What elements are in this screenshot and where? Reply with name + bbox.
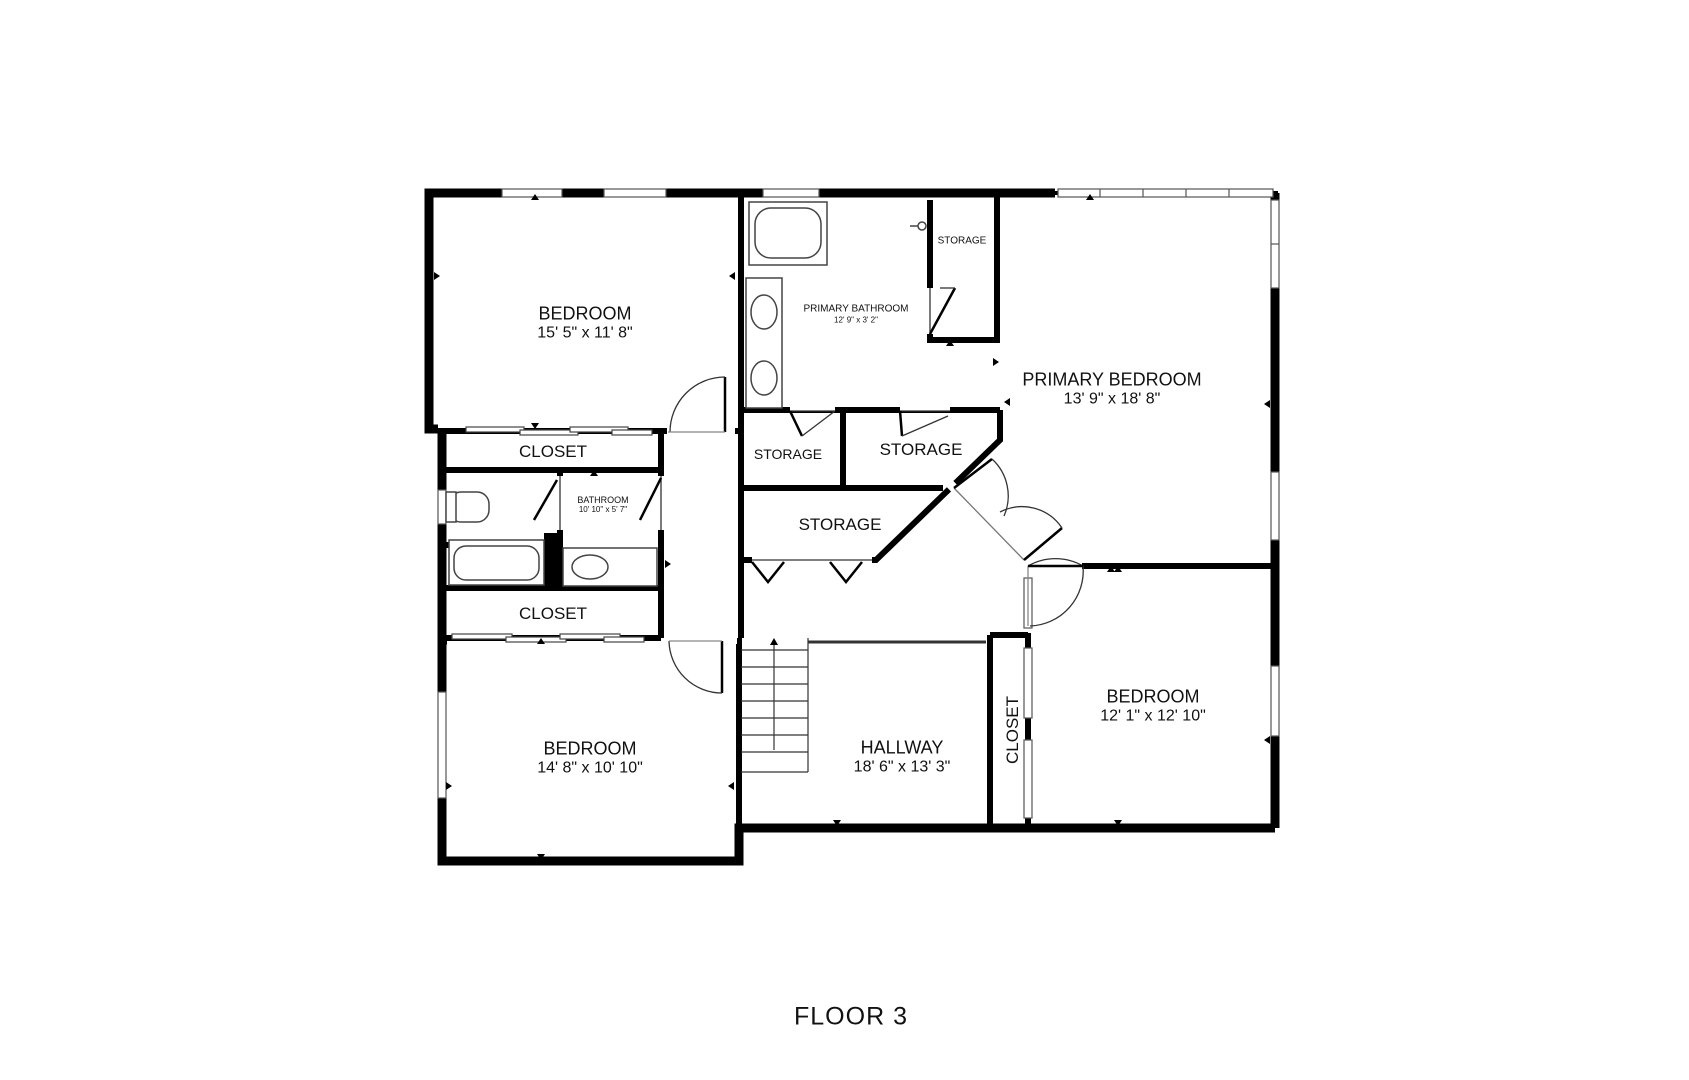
- room-bedroom-se: BEDROOM 12' 1" x 12' 10": [1100, 686, 1206, 725]
- room-name: PRIMARY BEDROOM: [1022, 369, 1202, 390]
- room-closet-vertical: CLOSET: [1003, 696, 1023, 764]
- room-closet-lower: CLOSET: [519, 604, 587, 624]
- room-name: STORAGE: [753, 445, 823, 462]
- room-dimensions: 13' 9" x 18' 8": [1063, 390, 1161, 408]
- room-primary-bedroom: PRIMARY BEDROOM 13' 9" x 18' 8": [1022, 369, 1201, 408]
- room-hallway: HALLWAY 18' 6" x 13' 3": [854, 737, 951, 776]
- room-name: CLOSET: [1003, 695, 1023, 765]
- room-primary-bathroom: PRIMARY BATHROOM 12' 9" x 3' 2": [803, 304, 908, 325]
- room-storage-lower: STORAGE: [799, 515, 882, 535]
- dimension-markers: [434, 194, 1270, 860]
- room-name: BEDROOM: [1106, 686, 1200, 707]
- stairs-up-arrow-icon: [770, 638, 778, 645]
- room-name: STORAGE: [798, 515, 882, 535]
- room-dimensions: 10' 10" x 5' 7": [578, 505, 628, 515]
- wall-pier: [544, 533, 558, 585]
- room-name: CLOSET: [518, 442, 588, 462]
- room-name: CLOSET: [518, 604, 588, 624]
- room-storage-mid: STORAGE: [880, 440, 963, 460]
- room-name: BATHROOM: [577, 495, 629, 506]
- room-name: BEDROOM: [538, 303, 632, 324]
- fixtures: [445, 201, 927, 587]
- room-name: STORAGE: [937, 235, 987, 247]
- room-bedroom-sw: BEDROOM 14' 8" x 10' 10": [537, 738, 643, 777]
- room-dimensions: 12' 9" x 3' 2": [834, 315, 878, 325]
- room-bathroom: BATHROOM 10' 10" x 5' 7": [577, 495, 628, 515]
- room-name: HALLWAY: [860, 737, 944, 758]
- room-dimensions: 12' 1" x 12' 10": [1100, 707, 1206, 725]
- room-closet-upper: CLOSET: [519, 442, 587, 462]
- door-swings: [532, 287, 1084, 694]
- room-bedroom-nw: BEDROOM 15' 5" x 11' 8": [537, 303, 632, 342]
- room-storage-small: STORAGE: [754, 446, 822, 462]
- room-dimensions: 14' 8" x 10' 10": [537, 759, 643, 777]
- room-storage-bath: STORAGE: [938, 235, 987, 247]
- room-name: BEDROOM: [543, 738, 637, 759]
- floor-label: FLOOR 3: [794, 1002, 908, 1031]
- sliding-doors: [451, 426, 653, 643]
- windows: [437, 188, 1280, 819]
- room-name: PRIMARY BATHROOM: [803, 303, 909, 315]
- interior-walls: [438, 196, 1275, 828]
- room-dimensions: 18' 6" x 13' 3": [853, 758, 951, 776]
- room-dimensions: 15' 5" x 11' 8": [537, 324, 633, 342]
- room-name: STORAGE: [879, 440, 963, 460]
- stairs: [741, 638, 986, 773]
